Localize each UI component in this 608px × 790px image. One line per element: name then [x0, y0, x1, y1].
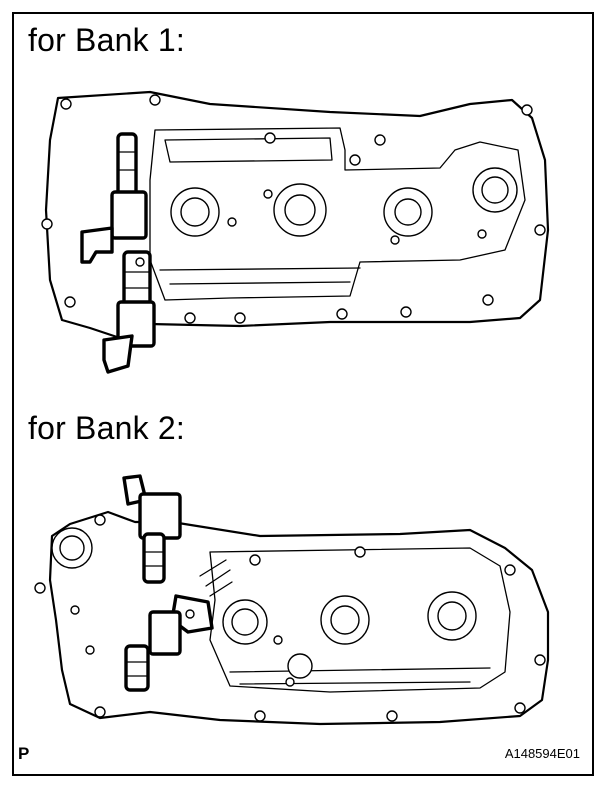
- figure-code: A148594E01: [504, 746, 580, 761]
- bank1-heading: for Bank 1:: [28, 22, 185, 58]
- bank2-illustration: [34, 474, 550, 726]
- bank1-bolts: [41, 94, 546, 324]
- bank2-heading: for Bank 2:: [28, 410, 185, 446]
- bank1-oil-control-valve-upper: [80, 132, 148, 264]
- bank2-bolts: [34, 514, 546, 722]
- bank2-oil-control-valve-lower: [124, 594, 214, 692]
- bank1-lower-rail: [159, 267, 361, 285]
- corner-marker: P: [18, 744, 30, 763]
- bank1-illustration: [41, 90, 550, 374]
- bank2-lower-rail: [229, 667, 491, 685]
- bank1-oil-control-valve-lower: [102, 250, 156, 374]
- figure-frame: for Bank 1: for Bank 2: P A148594E01: [12, 12, 594, 776]
- bank2-oil-control-valve-upper: [122, 474, 182, 584]
- bank1-inner-plateau: [149, 127, 526, 301]
